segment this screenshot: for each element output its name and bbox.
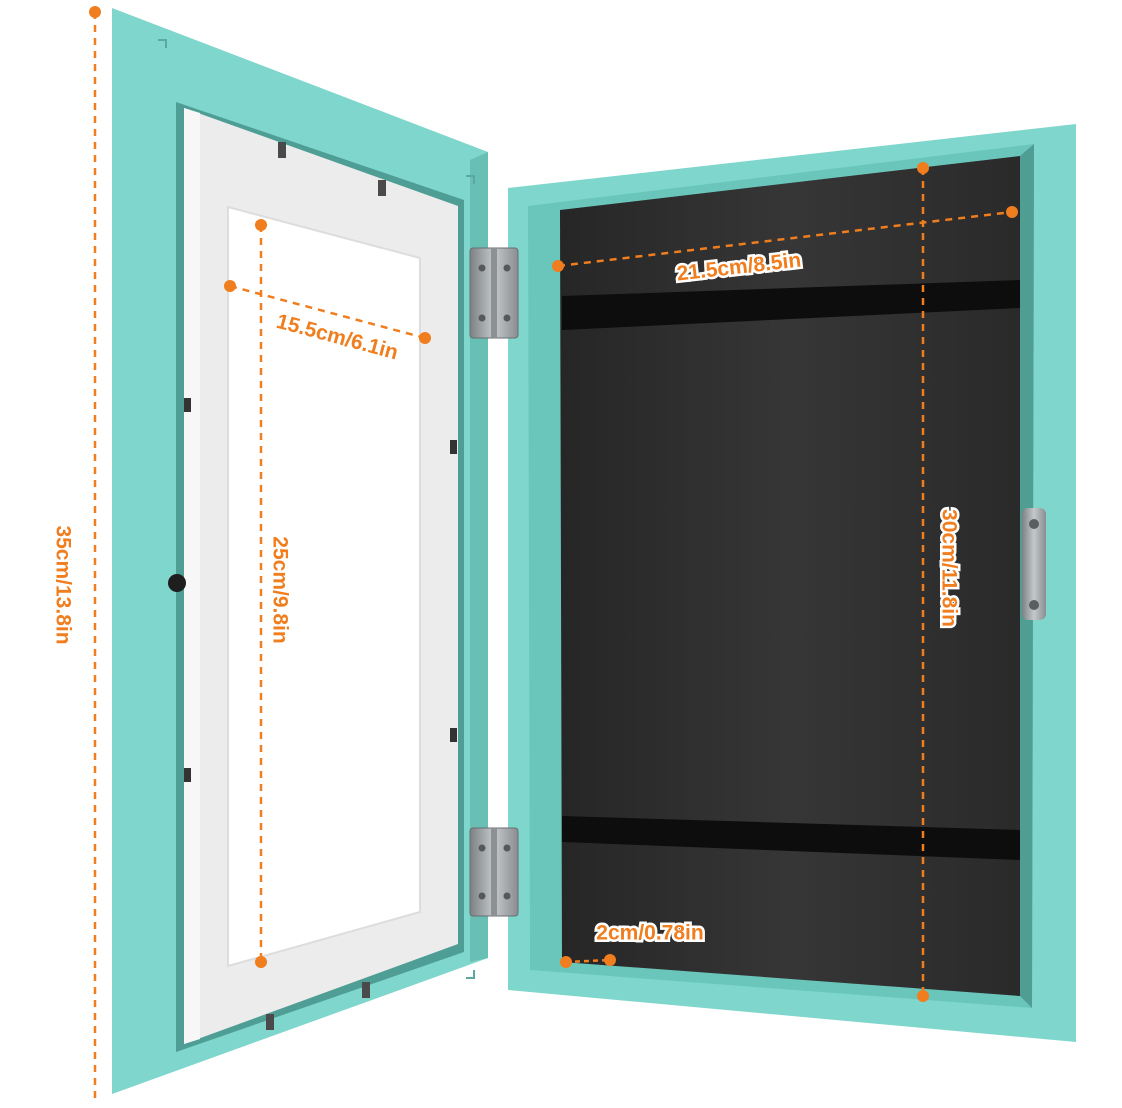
opening-height-label: 25cm/9.8in <box>268 536 291 643</box>
latch-screw <box>1029 600 1039 610</box>
overall-height-label: 35cm/13.8in <box>51 525 74 644</box>
retaining-clip <box>450 440 457 454</box>
corner-mark <box>466 970 475 979</box>
frame-knob <box>168 574 186 592</box>
front-frame-door <box>112 8 488 1094</box>
frame-edge-shadow <box>470 152 488 962</box>
retaining-clip <box>362 982 370 998</box>
retaining-clip <box>278 142 286 158</box>
dimension-opening-width <box>224 280 431 344</box>
latch-screw <box>1029 519 1039 529</box>
retaining-clip <box>450 728 457 742</box>
corner-mark <box>158 39 167 48</box>
shadow-box <box>508 124 1076 1042</box>
box-interior <box>560 156 1020 996</box>
retaining-clip <box>266 1014 274 1030</box>
retaining-clip <box>184 398 191 412</box>
corner-mark <box>466 175 475 184</box>
retaining-clip <box>184 768 191 782</box>
glass-shine <box>184 108 200 1044</box>
top-hinge <box>469 247 519 339</box>
retaining-clip <box>378 180 386 196</box>
dimension-overall-height <box>89 6 101 1104</box>
dimension-box-height <box>917 162 929 1002</box>
dimension-box-depth <box>560 954 616 968</box>
artwork-window <box>227 205 421 968</box>
bottom-hinge <box>469 827 519 917</box>
support-strip-top <box>562 280 1020 330</box>
box-height-label: 30cm/11.8in <box>937 509 960 627</box>
support-strip-bottom <box>562 816 1020 860</box>
latch-plate <box>1022 508 1046 620</box>
box-depth-label: 2cm/0.78in <box>596 922 703 945</box>
dimension-opening-height <box>255 219 267 968</box>
dimension-box-width <box>552 206 1018 272</box>
